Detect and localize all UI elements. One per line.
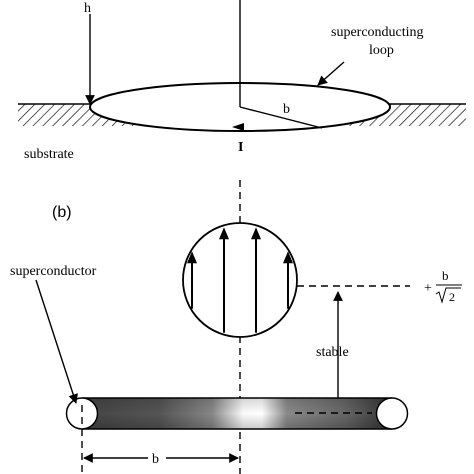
field-line-arrowhead-4 (283, 251, 293, 264)
field-line-arrowhead-1 (187, 251, 197, 264)
position-plus: + (424, 281, 432, 296)
bar-end-right (375, 397, 409, 430)
label-stable: stable (316, 345, 349, 360)
superconductor-bar-shade (82, 398, 392, 429)
position-denominator: 2 (449, 290, 455, 304)
b-label-bg (148, 448, 166, 466)
radius-line (239, 106, 323, 129)
superconductor-pointer-arrow (35, 279, 78, 404)
panel-a: h superconducting loop b I substrate (18, 0, 466, 162)
bar-end-left (65, 397, 99, 430)
label-radius-b: b (283, 102, 290, 117)
panel-b: (b) stable + b 2 superconductor (10, 180, 462, 474)
field-line-arrowhead-3 (251, 227, 261, 240)
label-superconductor: superconductor (10, 264, 97, 279)
current-arrow (232, 123, 244, 131)
field-lines (187, 227, 293, 333)
position-label: + b 2 (424, 268, 462, 304)
sqrt-sign (435, 287, 461, 304)
position-numerator: b (442, 268, 449, 283)
field-line-arrowhead-2 (219, 227, 229, 240)
label-h: h (84, 1, 91, 16)
label-loop-line2: loop (369, 43, 394, 58)
panel-b-label: (b) (52, 204, 72, 221)
loop-pointer-arrow (317, 61, 345, 86)
magnet-circle (182, 222, 298, 338)
label-loop-line1: superconducting (331, 25, 424, 40)
label-substrate: substrate (24, 147, 74, 162)
label-current-i: I (238, 140, 243, 155)
label-b-dimension: b (152, 452, 159, 467)
